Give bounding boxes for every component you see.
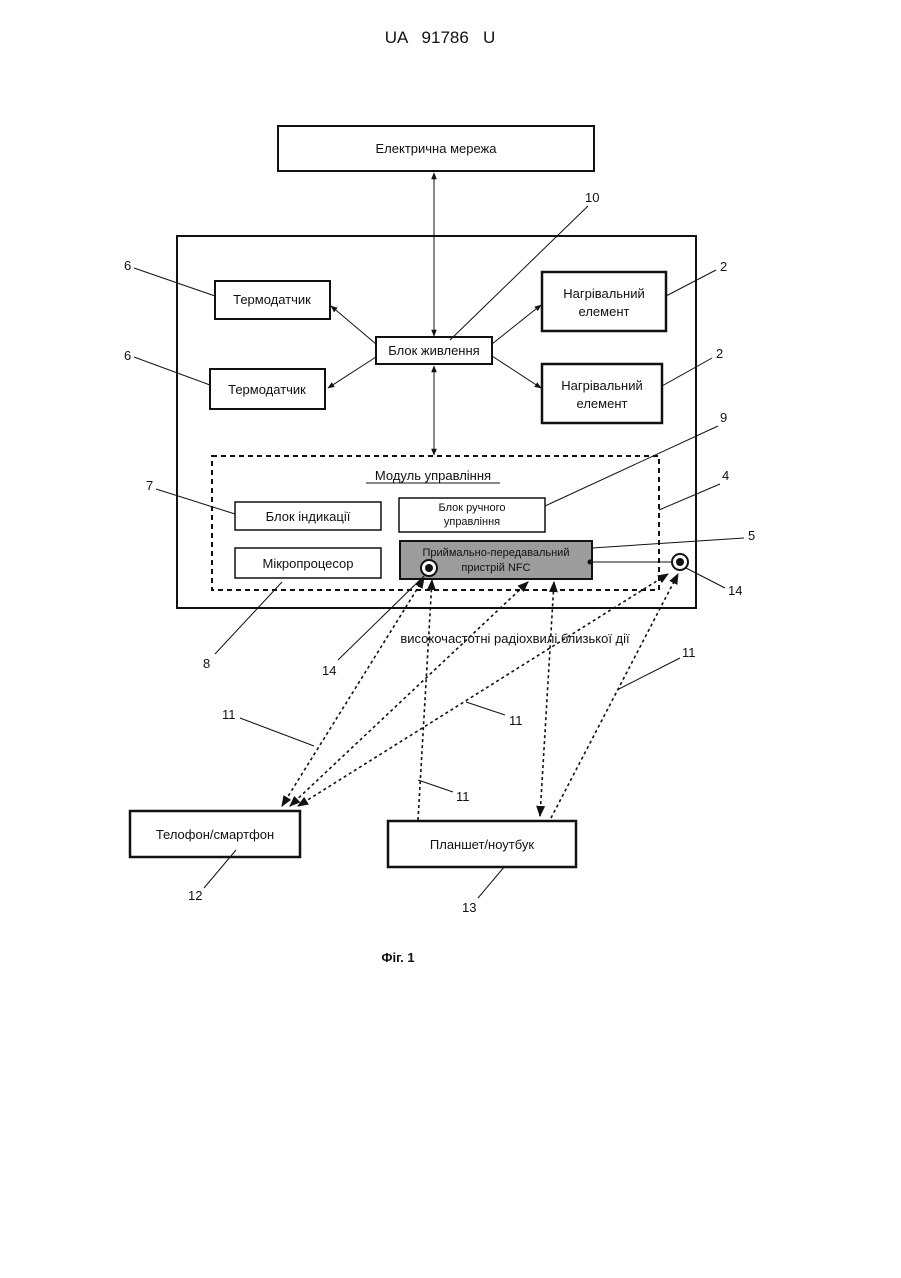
indication-unit-label: Блок індикації	[266, 509, 351, 524]
heater-1-box	[542, 272, 666, 331]
ref-6b: 6	[124, 348, 131, 363]
ref-5: 5	[748, 528, 755, 543]
tablet-label: Планшет/ноутбук	[430, 837, 535, 852]
antenna-inner-core	[425, 564, 433, 572]
ref-10: 10	[585, 190, 599, 205]
microprocessor-label: Мікропроцесор	[263, 556, 354, 571]
ref-4: 4	[722, 468, 729, 483]
ref-11-bottom: 11	[456, 789, 470, 804]
ref-11-bottom-leader	[418, 780, 453, 792]
antenna-external-core	[676, 558, 684, 566]
radio-link-tablet-external	[551, 574, 678, 818]
radio-link-phone-antenna	[282, 578, 424, 806]
manual-control-label-1: Блок ручного	[439, 502, 506, 514]
radio-link-phone-nfc	[290, 582, 528, 806]
heater-2-box	[542, 364, 662, 423]
ref-2b: 2	[716, 346, 723, 361]
ref-11-left-leader	[240, 718, 314, 746]
ref-11-middle: 11	[509, 713, 523, 728]
radio-link-tablet-nfc	[540, 582, 554, 816]
heater-2-label-1: Нагрівальний	[561, 378, 643, 393]
heater-1-label-1: Нагрівальний	[563, 286, 645, 301]
figure-caption: Фіг. 1	[381, 950, 414, 965]
ref-2a: 2	[720, 259, 727, 274]
ref-11-middle-leader	[466, 702, 505, 715]
ref-6a: 6	[124, 258, 131, 273]
heater-1-label-2: елемент	[579, 304, 630, 319]
nfc-label-1: Приймально-передавальний	[423, 547, 570, 559]
ref-14-external: 14	[728, 583, 742, 598]
control-module-label: Модуль управління	[375, 468, 491, 483]
power-unit-label: Блок живлення	[388, 343, 479, 358]
ref-13-leader	[478, 866, 505, 898]
ref-11-right: 11	[682, 645, 696, 660]
ref-14-inner: 14	[322, 663, 336, 678]
power-grid-label: Електрична мережа	[376, 141, 498, 156]
nfc-label-2: пристрій NFC	[461, 562, 530, 574]
ref-13: 13	[462, 900, 476, 915]
phone-label: Телофон/смартфон	[156, 827, 274, 842]
heater-2-label-2: елемент	[577, 396, 628, 411]
thermo-sensor-1-label: Термодатчик	[233, 292, 311, 307]
ref-11-left: 11	[222, 707, 236, 722]
ref-8: 8	[203, 656, 210, 671]
ref-9: 9	[720, 410, 727, 425]
ref-12: 12	[188, 888, 202, 903]
thermo-sensor-2-label: Термодатчик	[228, 382, 306, 397]
radio-waves-label: високочастотні радіохвилі близької дії	[400, 631, 630, 646]
manual-control-label-2: управління	[444, 516, 500, 528]
ref-7: 7	[146, 478, 153, 493]
patent-number: UA 91786 U	[385, 28, 496, 47]
